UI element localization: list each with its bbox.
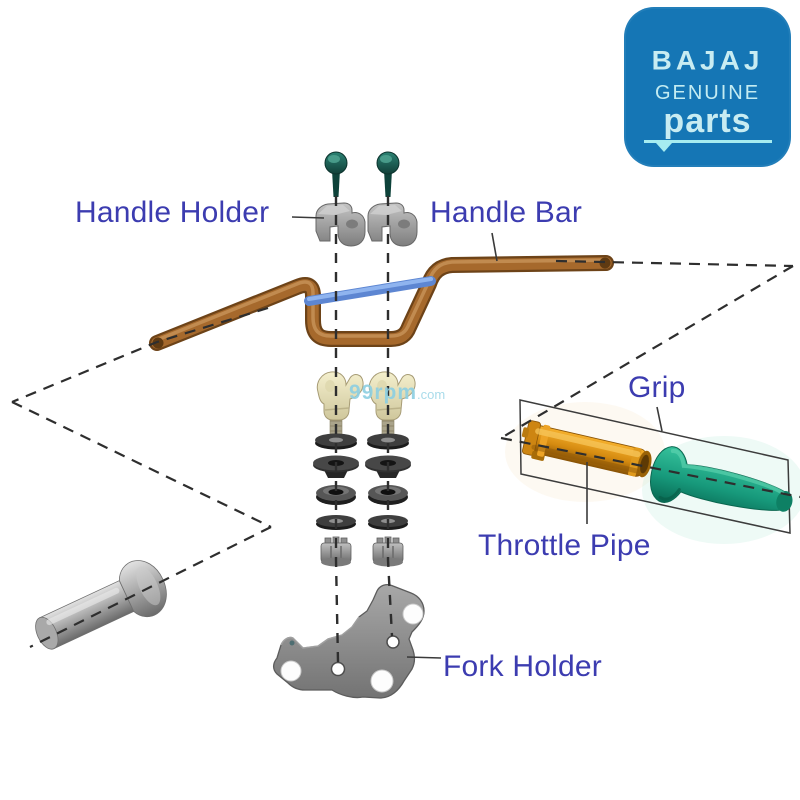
alignment-dashed-lines bbox=[11, 196, 800, 663]
logo-parts-text: parts bbox=[663, 102, 752, 140]
bar-end-weight bbox=[35, 560, 167, 650]
grip-part bbox=[650, 446, 793, 512]
fork-holder-part bbox=[272, 584, 425, 699]
handle-bar-part bbox=[149, 255, 614, 351]
watermark-tld: .com bbox=[417, 387, 446, 402]
label-handle-bar: Handle Bar bbox=[430, 196, 583, 229]
hardware-stack-left bbox=[312, 151, 366, 568]
logo-underline bbox=[643, 140, 772, 152]
crossbar-brace bbox=[304, 276, 436, 306]
logo-brand-text: BAJAJ bbox=[651, 45, 764, 76]
pointer-fork-holder bbox=[406, 656, 442, 659]
watermark-site: 99rpm bbox=[349, 381, 418, 404]
label-handle-holder: Handle Holder bbox=[75, 196, 270, 229]
watermark: 99rpm.com bbox=[349, 381, 445, 405]
label-throttle-pipe: Throttle Pipe bbox=[478, 529, 651, 562]
hardware-stack-right bbox=[364, 151, 418, 568]
label-fork-holder: Fork Holder bbox=[443, 650, 602, 683]
pointer-handle-holder bbox=[291, 216, 325, 219]
logo-genuine-text: GENUINE bbox=[654, 82, 761, 104]
grip-box bbox=[519, 399, 791, 534]
pointer-handle-bar bbox=[491, 232, 498, 262]
label-grip: Grip bbox=[628, 371, 686, 404]
pointer-grip bbox=[656, 406, 663, 432]
down-arrow-icon bbox=[655, 143, 672, 152]
label-pointer-lines bbox=[291, 216, 663, 659]
throttle-pipe-part bbox=[521, 420, 652, 478]
bajaj-genuine-parts-logo: BAJAJ GENUINE parts bbox=[624, 7, 791, 167]
